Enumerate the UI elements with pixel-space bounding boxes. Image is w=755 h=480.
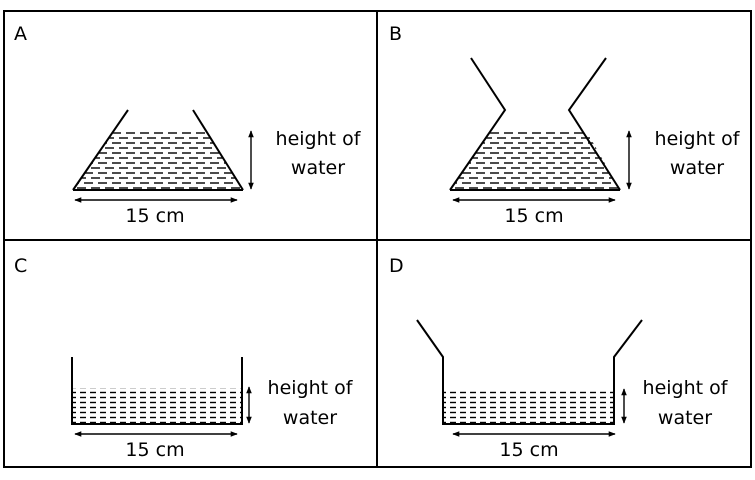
panel-b: B height of water 15 cm [389, 23, 741, 227]
panel-a: A height of water 15 cm [14, 23, 362, 227]
panel-letter-c: C [14, 255, 27, 277]
water-c [72, 388, 242, 424]
water-d [443, 390, 614, 424]
container-d [416, 319, 643, 425]
width-label-b: 15 cm [504, 205, 563, 227]
height-label-line1-b: height of [655, 128, 741, 150]
width-label-d: 15 cm [499, 439, 558, 461]
width-label-a: 15 cm [125, 205, 184, 227]
flask-wall-left-b [449, 57, 507, 191]
height-label-line2-b: water [670, 157, 724, 179]
height-label-line1-d: height of [643, 377, 729, 399]
panel-letter-d: D [389, 255, 404, 277]
panel-letter-a: A [14, 23, 27, 45]
flask-wall-right-a [192, 109, 244, 191]
height-label-line2-a: water [291, 157, 345, 179]
height-label-line2-c: water [283, 407, 337, 429]
flask-wall-left-a [72, 109, 129, 191]
container-c [71, 357, 243, 425]
width-label-c: 15 cm [125, 439, 184, 461]
water-a [73, 132, 243, 190]
panel-d: D height of water 15 cm [389, 255, 729, 461]
height-label-line1-a: height of [276, 128, 362, 150]
height-label-line2-d: water [658, 407, 712, 429]
panel-c: C height of water 15 cm [14, 255, 354, 461]
panel-letter-b: B [389, 23, 402, 45]
flask-wall-right-b [567, 57, 621, 191]
water-b [450, 132, 620, 190]
height-label-line1-c: height of [268, 377, 354, 399]
